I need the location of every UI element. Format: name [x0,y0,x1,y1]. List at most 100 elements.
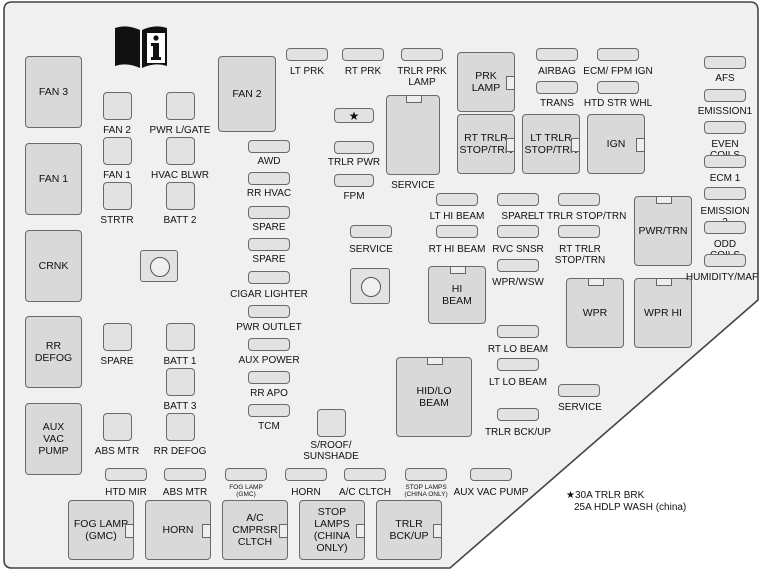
service-right-label: SERVICE [558,402,602,413]
fan2-relay: FAN 2 [218,56,276,132]
service-right-fuse [558,384,600,397]
hid-lo-beam-relay: HID/LO BEAM [396,357,472,437]
rt-hi-beam-fuse [436,225,478,238]
aux-vac-pump-relay: AUX VAC PUMP [25,403,82,475]
fpm-fuse [334,174,374,187]
trlr-prk-lamp-label: TRLR PRK LAMP [397,66,447,88]
spare2-label: SPARE [252,254,286,265]
stop-lamps-small-label: STOP LAMPS (CHINA ONLY) [404,484,448,498]
service-big-label: SERVICE [391,180,435,191]
even-coils-fuse [704,121,746,134]
rvc-snsr-fuse [497,225,539,238]
htd-str-whl-fuse [597,81,639,94]
cigar-lighter-fuse [248,271,290,284]
horn-small-fuse [285,468,327,481]
trans-fuse [536,81,578,94]
hvac-blwr-label: HVAC BLWR [151,170,209,181]
batt2-fuse [166,182,195,210]
ecm1-fuse [704,155,746,168]
spare-mid-fuse [497,193,539,206]
aux-power-label: AUX POWER [238,355,300,366]
fan1-relay: FAN 1 [25,143,82,215]
trlr-prk-lamp-fuse [401,48,443,61]
abs-mtr-top-label: ABS MTR [94,446,140,457]
emission1-fuse [704,89,746,102]
batt1-fuse [166,323,195,351]
emission2-fuse [704,187,746,200]
airbag-fuse [536,48,578,61]
fpm-label: FPM [343,191,365,202]
fan1-label: FAN 1 [103,170,131,181]
hi-beam-relay: HI BEAM [428,266,486,324]
emission1-label: EMISSION1 [697,106,753,117]
trlr-bck-up-label: TRLR BCK/UP [484,427,552,438]
rr-defog-label: RR DEFOG [153,446,207,457]
manual-info-icon [112,24,170,72]
aux-power-fuse [248,338,290,351]
stud-left [140,250,178,282]
service-mid-fuse [350,225,392,238]
rr-defog-relay: RR DEFOG [25,316,82,388]
ac-cmprsr-cltch-relay: A/C CMPRSR CLTCH [222,500,288,560]
rt-lo-beam-label: RT LO BEAM [487,344,549,355]
trlr-bck-up-relay: TRLR BCK/UP [376,500,442,560]
lt-lo-beam-label: LT LO BEAM [489,377,547,388]
cigar-lighter-label: CIGAR LIGHTER [230,289,308,300]
strtr-fuse [103,182,132,210]
ac-cltch-label: A/C CLTCH [338,487,392,498]
wpr-hi-relay: WPR HI [634,278,692,348]
legend-line1: ★30A TRLR BRK [566,490,645,501]
htd-str-whl-label: HTD STR WHL [583,98,653,109]
stop-lamps-relay: STOP LAMPS (CHINA ONLY) [299,500,365,560]
rt-prk-fuse [342,48,384,61]
lt-hi-beam-fuse [436,193,478,206]
stop-lamps-small-fuse [405,468,447,481]
rt-hi-beam-label: RT HI BEAM [428,244,486,255]
spare1-label: SPARE [252,222,286,233]
fan1-fuse [103,137,132,165]
fog-lamp-gmc-relay: FOG LAMP (GMC) [68,500,134,560]
tcm-fuse [248,404,290,417]
horn-relay: HORN [145,500,211,560]
fog-lamp-gmc-small-fuse [225,468,267,481]
fan3-relay: FAN 3 [25,56,82,128]
rr-apo-label: RR APO [250,388,288,399]
batt3-label: BATT 3 [163,401,197,412]
service-mid-label: SERVICE [349,244,393,255]
strtr-label: STRTR [100,215,134,226]
pwr-trn-relay: PWR/TRN [634,196,692,266]
wpr-wsw-fuse [497,259,539,272]
rr-apo-fuse [248,371,290,384]
aux-vac-pump-small-fuse [470,468,512,481]
fog-lamp-gmc-small-label: FOG LAMP (GMC) [229,484,263,498]
ecm-fpm-ign-label: ECM/ FPM IGN [583,66,653,77]
wpr-relay: WPR [566,278,624,348]
rvc-snsr-label: RVC SNSR [492,244,544,255]
batt1-label: BATT 1 [163,356,197,367]
rt-trlr-stop-trn-fuse [558,225,600,238]
hvac-blwr-fuse [166,137,195,165]
awd-fuse [248,140,290,153]
batt2-label: BATT 2 [163,215,197,226]
ecm-fpm-ign-fuse [597,48,639,61]
lt-trlr-stop-trn-fuse [558,193,600,206]
lt-hi-beam-label: LT HI BEAM [429,211,485,222]
ecm1-label: ECM 1 [709,173,741,184]
spare-left-fuse [103,323,132,351]
afs-label: AFS [715,73,735,84]
abs-mtr-label: ABS MTR [162,487,208,498]
pwr-lgate-label: PWR L/GATE [149,125,211,136]
lt-lo-beam-fuse [497,358,539,371]
rr-hvac-label: RR HVAC [246,188,292,199]
pwr-outlet-fuse [248,305,290,318]
stud-center [350,268,390,304]
pwr-lgate-fuse [166,92,195,120]
rt-trlr-stop-relay: RT TRLR STOP/TRN [457,114,515,174]
fan2-label: FAN 2 [103,125,131,136]
abs-mtr-top-fuse [103,413,132,441]
airbag-label: AIRBAG [538,66,576,77]
legend-line2: 25A HDLP WASH (china) [574,502,687,513]
spare-mid-label: SPARE [501,211,535,222]
htd-mir-fuse [105,468,147,481]
horn-small-label: HORN [291,487,321,498]
